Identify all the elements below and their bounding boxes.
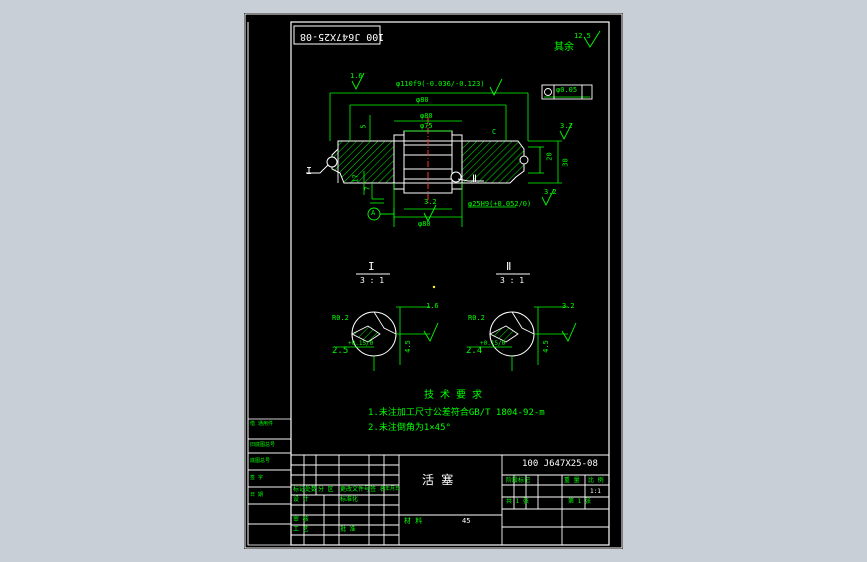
- tb-mark: 标记: [293, 486, 306, 493]
- chamfer-label: C: [492, 128, 497, 136]
- groove-left: [326, 156, 338, 168]
- outer-border: [244, 13, 623, 549]
- strip-label-2: 旧底图总号: [250, 442, 276, 448]
- side-strip: [247, 418, 292, 546]
- tech-line2: 2.未注倒角为1×45°: [368, 423, 451, 433]
- tb-date: 年月日: [385, 486, 401, 492]
- dim-5: 5: [359, 124, 368, 129]
- detail-I-label: I: [368, 260, 375, 273]
- detail-II-dim: 4.5: [541, 340, 550, 353]
- gtol-frame: [541, 84, 593, 100]
- gtol-value: φ0.05: [556, 86, 578, 94]
- rough-32b: 3.2: [544, 188, 557, 196]
- left-hatch: [331, 140, 395, 184]
- groove-right: [450, 171, 462, 183]
- detail-I-scale: 3 : 1: [360, 276, 385, 285]
- detail-view-II: [470, 273, 568, 371]
- tb-sign: 签 名: [370, 486, 386, 493]
- sheet-count: 共 1 张: [506, 498, 529, 505]
- dim-80c: φ80: [418, 220, 431, 228]
- inner-border: [290, 21, 610, 546]
- strip-label-3: 底图总号: [250, 458, 271, 464]
- rough-32c: 3.2: [424, 198, 437, 206]
- scale-value: 1:1: [590, 488, 601, 495]
- detail-II-tol: +0.15/0: [480, 340, 506, 347]
- leaders: [306, 164, 484, 182]
- tb-count: 处数: [305, 486, 318, 493]
- right-hatch: [461, 140, 525, 184]
- strip-label-5: 日 期: [250, 492, 264, 498]
- engineering-drawing: [244, 13, 623, 549]
- dim-75: φ75: [420, 122, 433, 130]
- title-block-grid: [291, 454, 609, 545]
- callout-I: I: [306, 166, 313, 177]
- tb-craft: 工 艺: [293, 526, 309, 533]
- detail-view-I: [336, 273, 430, 371]
- sheet-number: 第 1 张: [568, 498, 591, 505]
- detail-II-rough: 3.2: [562, 302, 575, 310]
- detail-I-dim: 4.5: [403, 340, 412, 353]
- groove-right-2: [519, 155, 529, 165]
- drawing-sheet: 100 J647X25-08 其余 12.5 φ110f9(-0.036/-0.…: [244, 13, 623, 549]
- main-section-view: [326, 117, 529, 203]
- surface-note-label: 其余: [554, 42, 574, 53]
- header-code: 100 J647X25-08: [300, 31, 385, 42]
- scale-label: 比 例: [588, 477, 604, 484]
- tb-approve: 批 准: [340, 526, 356, 533]
- dim-top: φ110f9(-0.036/-0.123): [396, 80, 485, 88]
- strip-label-4: 签 字: [250, 475, 264, 481]
- tb-design: 设 计: [293, 496, 309, 503]
- tb-zone: 分 区: [318, 486, 334, 493]
- dim-80a: φ80: [416, 96, 429, 104]
- rough-32a: 3.2: [560, 122, 573, 130]
- tb-check: 审 核: [293, 516, 309, 523]
- material-label: 材 料: [404, 517, 423, 525]
- detail-II-w: 2.4: [466, 346, 483, 356]
- surface-note-value: 12.5: [574, 32, 591, 40]
- tech-line1: 1.未注加工尺寸公差符合GB/T 1804-92-m: [368, 408, 545, 418]
- dimension-lines: [329, 92, 590, 227]
- roughness-symbols: [351, 30, 601, 342]
- datum-a-label: A: [371, 209, 376, 217]
- dim-20: 20: [545, 152, 554, 161]
- header-code-box: [293, 25, 381, 45]
- dim-80b: φ80: [420, 112, 433, 120]
- dim-30: 30: [561, 158, 570, 167]
- detail-I-tol: +0.15/0: [348, 340, 374, 347]
- detail-I-w: 2.5: [332, 346, 349, 356]
- detail-II-scale: 3 : 1: [500, 276, 525, 285]
- tb-docno: 更改文件号: [340, 486, 371, 493]
- bore-left-wall: [393, 134, 405, 190]
- rough-16: 1.6: [350, 72, 363, 80]
- material-value: 45: [462, 517, 471, 525]
- detail-I-rough: 1.6: [426, 302, 439, 310]
- tech-title: 技 术 要 求: [424, 390, 483, 401]
- strip-label-1: 借 通用件: [250, 421, 274, 427]
- dot-marker: [432, 285, 436, 289]
- callout-II: Ⅱ: [472, 174, 477, 185]
- dim-bore: φ25H9(+0.052/0): [468, 200, 532, 208]
- weight-label: 重 量: [564, 477, 580, 484]
- detail-I-r: R0.2: [332, 314, 349, 322]
- drawing-number: 100 J647X25-08: [522, 459, 598, 469]
- part-name: 活 塞: [422, 473, 454, 487]
- detail-II-label: Ⅱ: [506, 260, 512, 273]
- stage-label: 阶段标记: [506, 477, 531, 484]
- datum-a: [367, 207, 395, 221]
- dim-7: 7: [363, 186, 372, 191]
- tb-std: 标准化: [340, 496, 359, 503]
- dim-17: 17: [351, 174, 360, 183]
- detail-II-r: R0.2: [468, 314, 485, 322]
